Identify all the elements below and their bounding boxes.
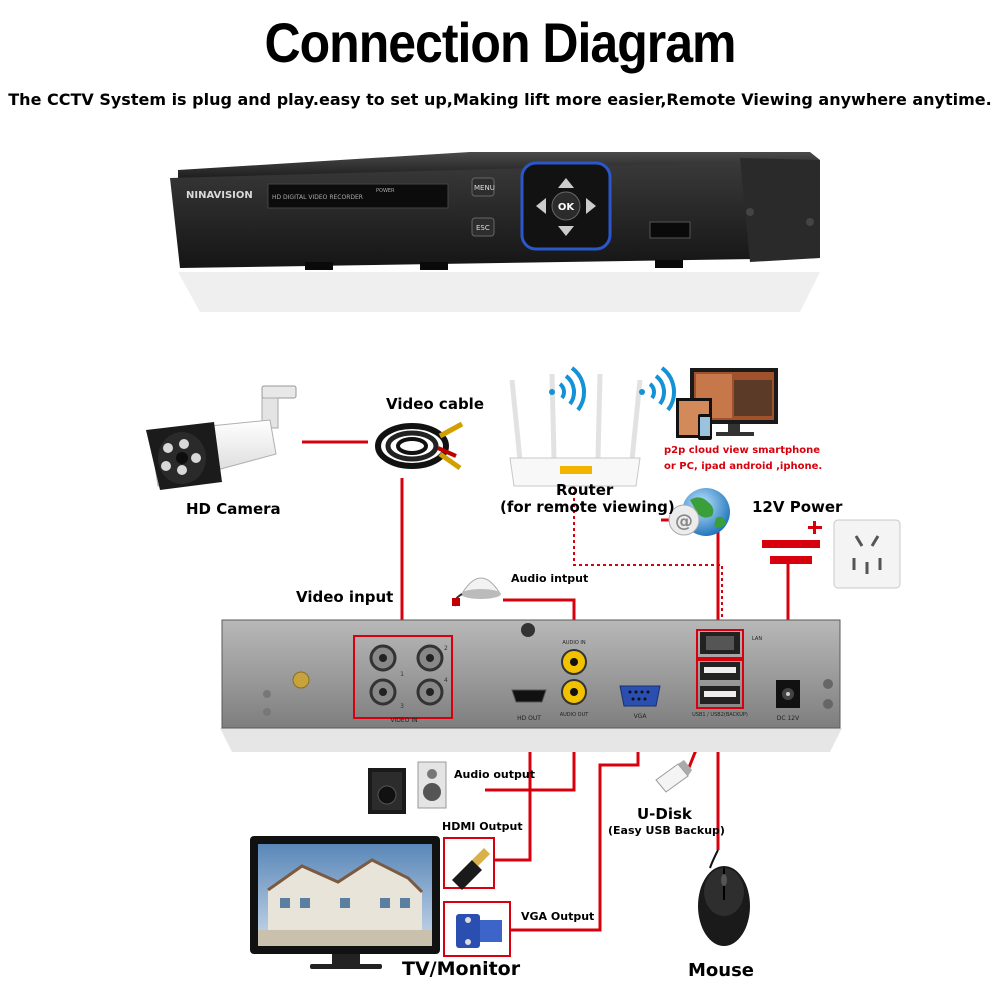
hdmi-output-label: HDMI Output (442, 820, 523, 833)
dvr-ok-label: OK (558, 202, 576, 213)
udisk-label: U-Disk (637, 805, 692, 823)
dvr-front-unit (170, 152, 820, 312)
lan-usb-ports (700, 632, 740, 704)
monitor-icon (250, 836, 440, 969)
audio-output-label: Audio output (454, 768, 535, 781)
video-in-port-text: VIDEO IN (390, 717, 417, 724)
microphone-icon (452, 577, 501, 607)
speaker-icon (368, 761, 447, 814)
rca-connectors (561, 649, 587, 705)
hdmi-port (511, 689, 547, 703)
camera-icon (146, 385, 297, 490)
page-title: Connection Diagram (264, 11, 737, 75)
vga-port-text: VGA (634, 713, 648, 720)
audio-in-port-text: AUDIO IN (562, 640, 585, 646)
p2p-label-line2: or PC, ipad android ,iphone. (664, 461, 823, 472)
router-label: Router (556, 481, 614, 499)
svg-text:@: @ (675, 511, 693, 532)
dc-port (776, 680, 800, 708)
channel-label-1: 1 (400, 671, 404, 678)
camera-label: HD Camera (186, 500, 281, 518)
channel-label-4: 4 (444, 677, 448, 684)
usb-disk-icon (655, 760, 692, 793)
channel-label-2: 2 (444, 645, 448, 652)
line-hdmi (495, 720, 532, 862)
audio-out-port-text: AUDIO OUT (560, 712, 590, 718)
hdout-port-text: HD OUT (517, 715, 541, 722)
vga-output-label: VGA Output (521, 910, 595, 923)
p2p-label-line1: p2p cloud view smartphone (664, 445, 821, 456)
globe-icon: @ (668, 488, 730, 536)
power-socket-icon (833, 519, 901, 589)
bnc-connectors (369, 644, 444, 706)
usb-highlight (696, 659, 744, 709)
wifi-icon (549, 366, 586, 412)
dvr-power-text: POWER (376, 188, 395, 194)
channel-label-3: 3 (400, 703, 404, 710)
dvr-model-text: HD DIGITAL VIDEO RECORDER (272, 194, 363, 201)
mouse-icon (698, 849, 750, 946)
devices-icon (676, 368, 778, 440)
lan-highlight (696, 629, 744, 659)
tv-monitor-label: TV/Monitor (402, 958, 521, 980)
vga-plug-icon (456, 914, 502, 948)
udisk-sub-label: (Easy USB Backup) (608, 824, 725, 837)
wifi-icon-2 (639, 366, 676, 412)
usb-port-text: USB1 / USB2(BACKUP) (692, 712, 748, 718)
power-symbol-icon (762, 521, 822, 564)
video-in-highlight (353, 635, 453, 719)
dvr-esc-label: ESC (476, 224, 490, 232)
page-subtitle: The CCTV System is plug and play.easy to… (8, 90, 992, 109)
video-input-label: Video input (296, 588, 394, 606)
mouse-label: Mouse (688, 960, 755, 981)
router-icon (509, 373, 643, 487)
line-router-lan (573, 480, 723, 628)
lan-port-text: LAN (752, 636, 762, 642)
cable-icon (375, 421, 464, 471)
vga-port (619, 685, 661, 707)
dc-port-text: DC 12V (777, 715, 800, 722)
power-label: 12V Power (752, 498, 843, 516)
video-cable-label: Video cable (386, 395, 484, 413)
line-lan-globe (661, 518, 720, 628)
router-sub-label: (for remote viewing) (500, 498, 675, 516)
audio-input-label: Audio intput (511, 572, 589, 585)
hdmi-plug-icon (452, 848, 490, 890)
dvr-menu-label: MENU (474, 184, 495, 192)
dvr-brand-text: NINAVISION (186, 190, 253, 201)
dvr-back-panel (220, 619, 842, 752)
